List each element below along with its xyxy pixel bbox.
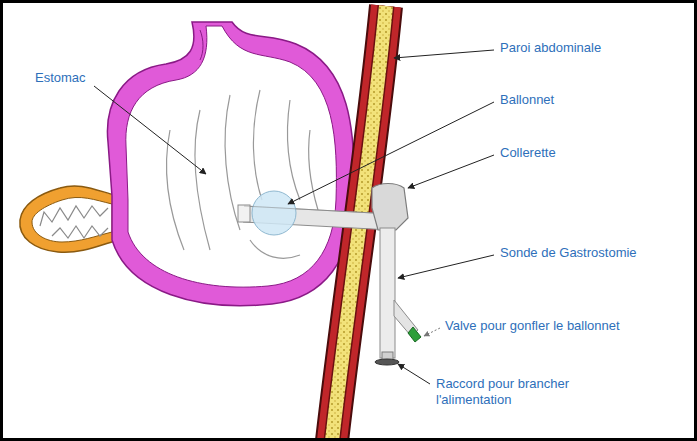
part-label: Ballonnet xyxy=(500,92,554,108)
leader-line xyxy=(398,364,430,384)
leader-lines xyxy=(94,50,494,384)
part-label: Paroi abdominale xyxy=(500,40,601,56)
part-label: Collerette xyxy=(500,145,556,161)
leader-line xyxy=(408,155,494,188)
part-label: Estomac xyxy=(35,70,86,86)
leader-line xyxy=(394,50,494,58)
part-label: Valve pour gonfler le ballonnet xyxy=(445,318,620,334)
leader-line xyxy=(424,328,440,336)
duodenum xyxy=(20,186,118,252)
leader-line xyxy=(94,86,206,174)
stomach xyxy=(107,22,354,306)
gastrostomy-tube xyxy=(238,184,421,366)
part-label: Sonde de Gastrostomie xyxy=(500,245,637,261)
leader-line xyxy=(398,255,494,278)
part-label: Raccord pour brancher l'alimentation xyxy=(436,376,596,408)
leader-line xyxy=(288,102,494,204)
